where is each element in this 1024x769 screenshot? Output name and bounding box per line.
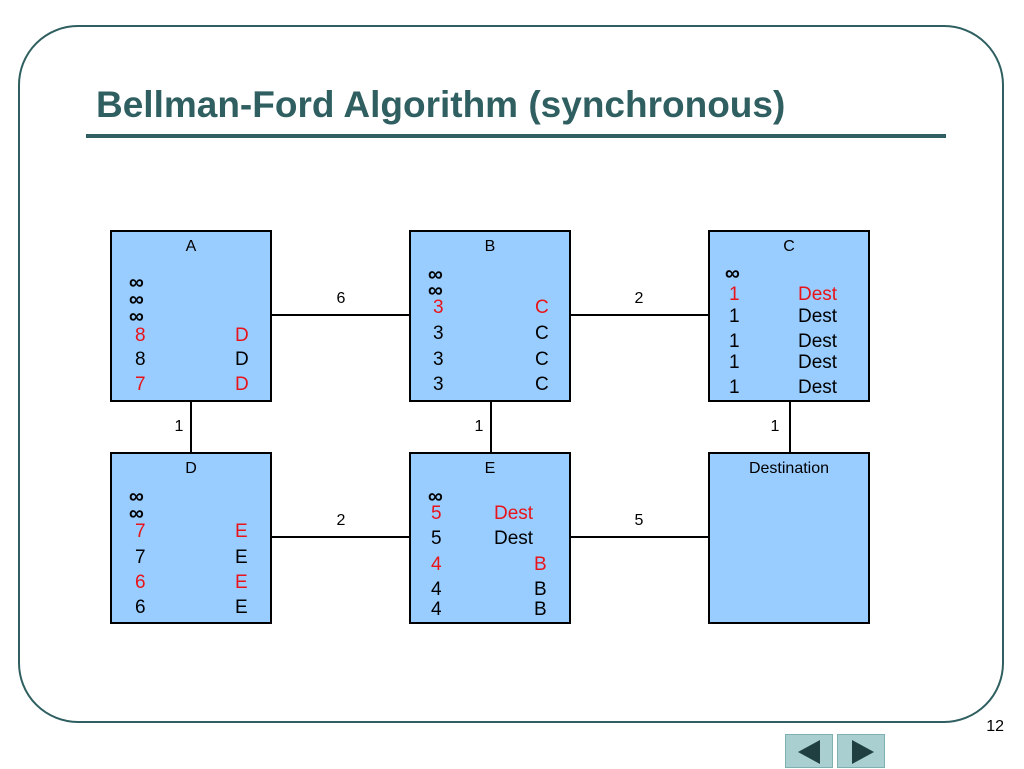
next-hop: C xyxy=(535,349,549,370)
next-hop: E xyxy=(235,521,248,542)
infinity-symbol: ∞ xyxy=(129,271,144,294)
node-e-label: E xyxy=(484,460,496,477)
weight-a-d: 1 xyxy=(174,418,184,435)
weight-b-c: 2 xyxy=(634,290,644,307)
next-hop: D xyxy=(235,349,249,370)
cost-value: 1 xyxy=(729,331,740,352)
weight-c-dest: 1 xyxy=(770,418,780,435)
triangle-left-icon xyxy=(798,740,820,764)
cost-value: 3 xyxy=(433,349,444,370)
cost-value: 5 xyxy=(431,503,442,524)
node-d-label: D xyxy=(185,460,197,477)
cost-value: 3 xyxy=(433,374,444,395)
edge-e-dest xyxy=(571,536,709,538)
next-hop: D xyxy=(235,374,249,395)
slide-title: Bellman-Ford Algorithm (synchronous) xyxy=(96,84,786,125)
cost-value: 4 xyxy=(431,579,442,600)
weight-e-dest: 5 xyxy=(634,512,644,529)
cost-value: 7 xyxy=(135,374,146,395)
cost-value: 1 xyxy=(729,306,740,327)
next-hop: B xyxy=(534,599,547,620)
edge-c-dest xyxy=(789,400,791,454)
edge-a-b xyxy=(272,314,410,316)
edge-b-e xyxy=(490,400,492,454)
cost-value: 8 xyxy=(135,349,146,370)
next-hop: E xyxy=(235,572,248,593)
node-c-label: C xyxy=(783,238,795,255)
edge-d-e xyxy=(272,536,410,538)
cost-value: 7 xyxy=(135,521,146,542)
next-hop: E xyxy=(235,597,248,618)
cost-value: 5 xyxy=(431,528,442,549)
cost-value: 6 xyxy=(135,597,146,618)
next-hop: B xyxy=(534,579,547,600)
cost-value: 3 xyxy=(433,323,444,344)
infinity-symbol: ∞ xyxy=(428,485,443,508)
cost-value: 3 xyxy=(433,297,444,318)
previous-slide-button[interactable] xyxy=(785,734,833,768)
infinity-symbol: ∞ xyxy=(428,279,443,302)
next-hop: C xyxy=(535,297,549,318)
node-destination: Destination xyxy=(708,452,870,624)
edge-a-d xyxy=(190,400,192,454)
next-slide-button[interactable] xyxy=(837,734,885,768)
next-hop: Dest xyxy=(494,528,534,549)
next-hop: C xyxy=(535,374,549,395)
node-e: E ∞ 5 Dest 5 Dest 4 B 4 B 4 B xyxy=(409,452,571,624)
node-d: D ∞ ∞ 7 E 7 E 6 E 6 E xyxy=(110,452,272,624)
node-a: A ∞ ∞ ∞ 8 D 8 D 7 D xyxy=(110,230,272,402)
node-c: C ∞ 1 Dest 1 Dest 1 Dest 1 Dest 1 Dest xyxy=(708,230,870,402)
slide-frame xyxy=(18,25,1004,723)
next-hop: Dest xyxy=(798,352,838,373)
edge-b-c xyxy=(571,314,709,316)
cost-value: 1 xyxy=(729,284,740,305)
cost-value: 7 xyxy=(135,547,146,568)
next-hop: E xyxy=(235,547,248,568)
next-hop: Dest xyxy=(798,284,838,305)
cost-value: 1 xyxy=(729,352,740,373)
node-a-label: A xyxy=(185,238,197,255)
next-hop: B xyxy=(534,554,547,575)
next-hop: C xyxy=(535,323,549,344)
cost-value: 4 xyxy=(431,599,442,620)
infinity-symbol: ∞ xyxy=(129,485,144,508)
node-b: B ∞ ∞ 3 C 3 C 3 C 3 C xyxy=(409,230,571,402)
cost-value: 1 xyxy=(729,377,740,398)
next-hop: D xyxy=(235,325,249,346)
triangle-right-icon xyxy=(852,740,874,764)
next-hop: Dest xyxy=(798,306,838,327)
weight-a-b: 6 xyxy=(336,290,346,307)
cost-value: 8 xyxy=(135,325,146,346)
title-underline xyxy=(86,134,946,138)
weight-d-e: 2 xyxy=(336,512,346,529)
page-number: 12 xyxy=(986,718,1004,735)
infinity-symbol: ∞ xyxy=(725,262,740,285)
node-destination-label: Destination xyxy=(748,460,830,477)
cost-value: 4 xyxy=(431,554,442,575)
infinity-symbol: ∞ xyxy=(129,305,144,328)
infinity-symbol: ∞ xyxy=(129,288,144,311)
infinity-symbol: ∞ xyxy=(129,502,144,525)
infinity-symbol: ∞ xyxy=(428,263,443,286)
next-hop: Dest xyxy=(798,377,838,398)
next-hop: Dest xyxy=(494,503,534,524)
node-b-label: B xyxy=(484,238,496,255)
weight-b-e: 1 xyxy=(474,418,484,435)
next-hop: Dest xyxy=(798,331,838,352)
cost-value: 6 xyxy=(135,572,146,593)
